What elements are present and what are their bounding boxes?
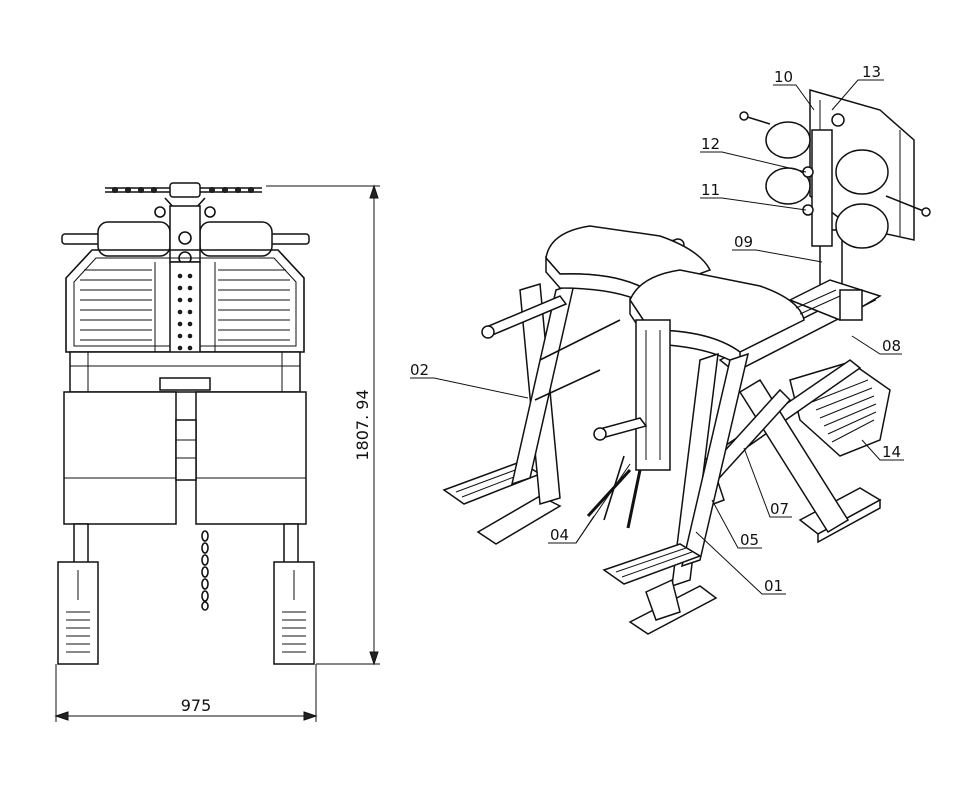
- part-label-14: 14: [882, 443, 901, 461]
- callout-leaders: [410, 79, 904, 595]
- front-frame: [69, 351, 301, 393]
- part-label-02: 02: [410, 361, 429, 379]
- dimension-width: 975: [54, 664, 318, 722]
- roller-assembly: [739, 89, 931, 295]
- part-label-13: 13: [862, 63, 881, 81]
- front-seat-pads: [63, 391, 307, 525]
- part-label-04: 04: [550, 526, 569, 544]
- left-slot-grid: [80, 269, 152, 341]
- part-label-09: 09: [734, 233, 753, 251]
- front-top-bar: [105, 182, 262, 222]
- part-label-08: 08: [882, 337, 901, 355]
- part-label-05: 05: [740, 531, 759, 549]
- center-hole-column: [177, 273, 193, 351]
- front-right-frame: [602, 352, 750, 635]
- front-chain: [201, 530, 209, 611]
- part-labels: 10 13 12 11 09 02 08 14 07 04 05 01: [410, 63, 901, 595]
- part-label-07: 07: [770, 500, 789, 518]
- part-label-01: 01: [764, 577, 783, 595]
- dimension-width-label: 975: [181, 696, 212, 715]
- slide-rail: [788, 279, 882, 321]
- part-label-12: 12: [701, 135, 720, 153]
- iso-seat-pads: [545, 225, 805, 368]
- dimension-height-label: 1807. 94: [353, 389, 372, 460]
- front-roller-pads: [61, 205, 310, 265]
- dimension-height: 1807. 94: [266, 184, 380, 666]
- part-label-10: 10: [774, 68, 793, 86]
- left-foot-grip: [66, 611, 90, 653]
- part-label-11: 11: [701, 181, 720, 199]
- right-slot-grid: [218, 269, 290, 341]
- front-left-frame: [481, 238, 685, 505]
- front-legs: [57, 523, 315, 665]
- right-foot-grip: [282, 611, 306, 653]
- isometric-view: 10 13 12 11 09 02 08 14 07 04 05 01: [410, 63, 931, 635]
- front-view: 975 1807. 94: [54, 182, 380, 722]
